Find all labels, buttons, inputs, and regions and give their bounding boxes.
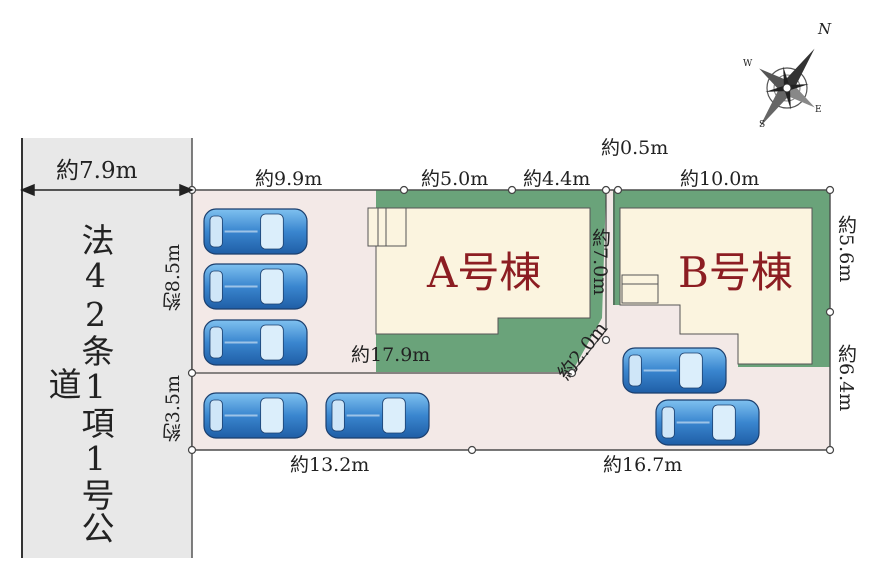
boundary-point	[187, 445, 197, 455]
dim-bottom-left: 約13.2m	[290, 454, 370, 476]
dim-left-lower: 約3.5m	[162, 375, 184, 443]
dim-mid-horizontal: 約17.9m	[351, 344, 431, 366]
car-7	[655, 399, 760, 446]
building-a-entrance	[367, 207, 407, 247]
boundary-point	[507, 185, 517, 195]
compass-s: S	[759, 120, 766, 130]
car-4	[203, 392, 308, 439]
dim-bottom-right: 約16.7m	[603, 454, 683, 476]
dim-top-a-mid: 約5.0m	[421, 168, 489, 190]
compass-w: W	[743, 59, 753, 69]
dim-center-vertical: 約7.0m	[589, 228, 611, 296]
boundary-point	[601, 185, 611, 195]
building-b-entrance	[621, 274, 659, 304]
boundary-point	[825, 307, 835, 317]
dim-top-b: 約10.0m	[680, 168, 760, 190]
car-5	[325, 392, 430, 439]
compass-rose	[759, 48, 815, 128]
boundary-point	[399, 185, 409, 195]
building-b-footprint	[619, 207, 813, 365]
compass-e: E	[815, 105, 822, 115]
dim-left-upper: 約8.5m	[162, 244, 184, 312]
boundary-point	[825, 445, 835, 455]
dim-gap: 約0.5m	[601, 137, 669, 159]
car-1	[203, 208, 308, 255]
car-2	[203, 263, 308, 310]
boundary-point	[467, 445, 477, 455]
building-a-footprint	[375, 207, 591, 335]
boundary-points	[187, 185, 835, 455]
dim-right-upper: 約5.6m	[835, 215, 857, 283]
boundary-point	[567, 368, 577, 378]
boundary-point	[613, 185, 623, 195]
road-width-arrow	[20, 183, 194, 197]
dim-top-left: 約9.9m	[255, 168, 323, 190]
building-b-label: B号棟	[678, 248, 793, 297]
boundary-point	[187, 368, 197, 378]
compass-n: N	[818, 20, 832, 38]
dim-right-lower: 約6.4m	[835, 344, 857, 412]
car-3	[203, 319, 308, 366]
diagonal-boundary-line	[571, 329, 607, 374]
road-name-label: 法42条1項1号公道	[43, 222, 115, 544]
boundary-point	[825, 185, 835, 195]
building-a-label: A号棟	[427, 248, 542, 297]
boundary-point	[601, 335, 611, 345]
car-6	[622, 347, 727, 394]
dim-top-a-right: 約4.4m	[523, 168, 591, 190]
public-road	[22, 138, 192, 558]
parking-cars	[203, 208, 760, 446]
road-width-label: 約7.9m	[56, 158, 138, 184]
